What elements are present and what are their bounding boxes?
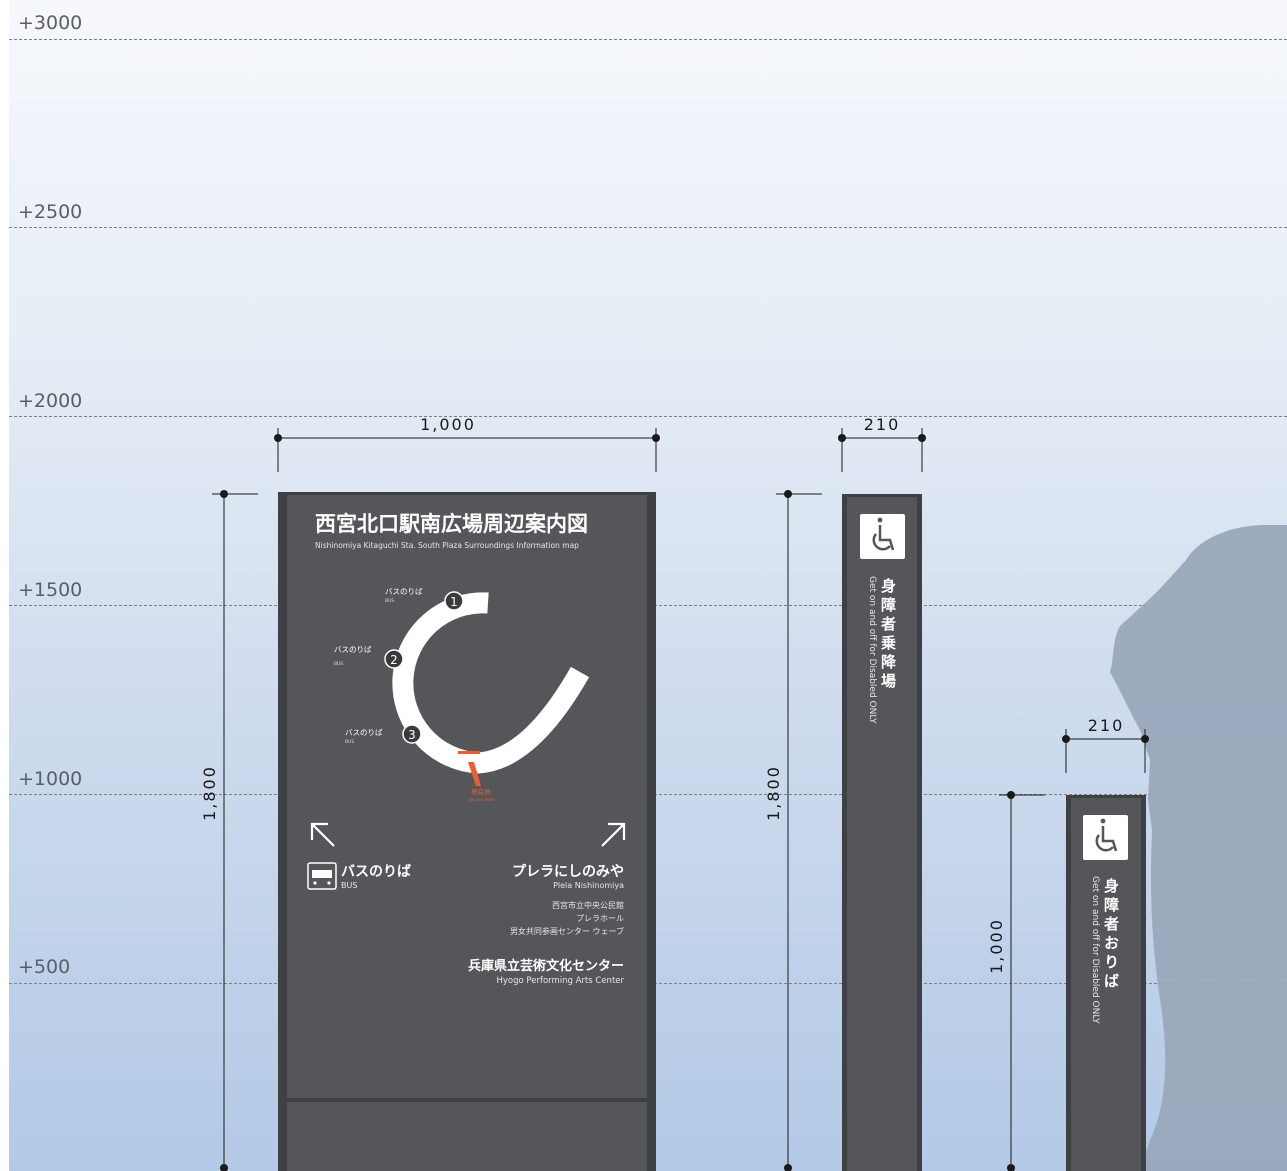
main-sign-subtitle: Nishinomiya Kitaguchi Sta. South Plaza S… [315,541,579,550]
dest-item-2: プレラホール [576,914,624,923]
guide-label-3000: +3000 [18,12,83,34]
arrow-upright-icon [601,822,626,847]
stop-3: 3 バスのりば BUS [345,724,422,745]
main-sign: 西宮北口駅南広場周辺案内図 Nishinomiya Kitaguchi Sta.… [278,492,656,1171]
bus-sub: BUS [341,881,357,890]
stop-2-label: バスのりば [334,645,372,654]
pole-height-label: 1,800 [764,765,783,821]
stop-1-sub: BUS [385,598,394,604]
guide-label-2500: +2500 [18,201,83,223]
wheelchair-icon [860,514,905,559]
stop-2: 2 バスのりば BUS [334,645,404,669]
dest-item-3: 男女共同参画センター ウェーブ [510,926,624,936]
pole-label-en: Get on and off for Disabled ONLY [867,576,877,724]
guide-line-2000 [9,416,1287,417]
wheelchair-icon-short [1083,815,1128,860]
main-sign-panel [287,495,647,1098]
short-label-ja: 身障者おりば [1102,877,1120,992]
pole-width-label: 210 [864,415,901,434]
guide-line-3000 [9,39,1287,40]
bus-label: バスのりば [341,864,411,880]
short-label-en: Get on and off for Disabled ONLY [1090,876,1100,1024]
stop-3-number: 3 [408,728,416,742]
stop-1: 1 バスのりば BUS [385,587,464,611]
stop-1-label: バスのりば [385,587,423,596]
main-width-label: 1,000 [420,415,476,434]
pole-label-ja: 身障者乗降場 [879,577,897,692]
dest-sub: Plela Nishinomiya [553,881,624,890]
main-sign-title: 西宮北口駅南広場周辺案内図 [315,512,588,536]
arrow-upleft-icon [310,822,335,847]
dest-title: プレラにしのみや [512,864,624,880]
stop-2-sub: BUS [334,661,343,667]
stop-3-sub: BUS [345,739,354,745]
short-height-label: 1,000 [987,918,1006,974]
guide-label-1500: +1500 [18,579,83,601]
guide-label-1000: +1000 [18,768,83,790]
main-sign-base-panel [287,1102,647,1171]
art-center-title: 兵庫県立芸術文化センター [468,958,624,974]
dest-item-1: 西宮市立中央公民館 [552,900,624,910]
bus-icon [307,862,337,890]
you-are-here-sub: you are here [468,797,494,802]
stop-2-number: 2 [390,653,398,667]
art-center-sub: Hyogo Performing Arts Center [496,976,624,986]
person-silhouette [1110,525,1287,1171]
stop-3-label: バスのりば [345,728,383,737]
short-width-label: 210 [1088,716,1125,735]
you-are-here-marker: 現在地 you are here [458,751,494,802]
stop-1-number: 1 [450,595,458,609]
main-height-label: 1,800 [200,765,219,821]
left-margin [0,0,9,1171]
short-sign: 身障者おりば Get on and off for Disabled ONLY [1066,795,1146,1171]
pole-sign: 身障者乗降場 Get on and off for Disabled ONLY [842,494,922,1171]
guide-line-2500 [9,227,1287,228]
guide-label-2000: +2000 [18,390,83,412]
guide-label-500: +500 [18,956,71,978]
you-are-here-label: 現在地 [471,787,491,796]
